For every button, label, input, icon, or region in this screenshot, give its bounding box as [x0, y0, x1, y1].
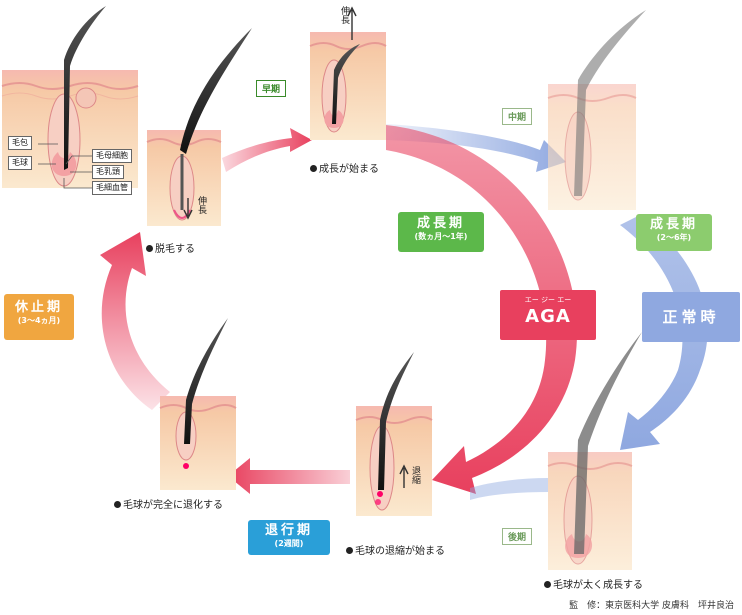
aga-badge: エー ジー エー AGA	[500, 290, 596, 340]
bullet-icon	[310, 165, 317, 172]
late-to-shrink-arrow	[470, 478, 548, 500]
normal-label: 正常時	[662, 308, 720, 326]
bullet-icon	[114, 501, 121, 508]
part-matrix-label: 毛母細胞	[92, 149, 132, 163]
part-papilla-label: 毛乳頭	[92, 165, 124, 179]
retract-text: 退縮	[410, 466, 420, 484]
caption-bulb-thickens: 毛球が太く成長する	[544, 576, 643, 591]
part-bulb-label: 毛球	[8, 156, 32, 170]
phase-anagen-aga: 成長期 (数ヵ月～1年)	[398, 212, 484, 252]
follicle-diagram-shrink	[355, 352, 433, 516]
bullet-icon	[346, 547, 353, 554]
follicle-diagram-regressed	[159, 318, 237, 490]
aga-ruby: エー ジー エー	[524, 296, 572, 304]
normal-badge: 正常時	[642, 292, 740, 342]
part-follicle-label: 毛包	[8, 136, 32, 150]
bullet-icon	[146, 245, 153, 252]
extend-arrow-early	[347, 6, 357, 40]
stage-late-tag: 後期	[502, 528, 533, 545]
part-capillary-label: 毛細血管	[92, 181, 132, 195]
shed-to-early-arrow	[222, 128, 312, 172]
follicle-diagram-late	[547, 332, 642, 570]
extend-text-shed: 伸長	[196, 196, 206, 214]
follicle-diagram-early	[309, 32, 387, 140]
credit-text: 監 修：東京医科大学 皮膚科 坪井良治	[569, 601, 734, 611]
telogen-arrow	[100, 232, 170, 410]
normal-arc-arrow	[620, 215, 708, 450]
aga-arc-arrow	[386, 125, 577, 494]
retract-arrow	[399, 464, 409, 488]
extend-text-early: 伸長	[339, 6, 349, 24]
caption-growth-begins: 成長が始まる	[310, 160, 379, 175]
aga-label: AGA	[525, 306, 571, 327]
caption-bulb-regressed: 毛球が完全に退化する	[114, 496, 223, 511]
stage-middle-tag: 中期	[502, 108, 533, 125]
shrink-to-regressed-arrow	[228, 458, 350, 494]
bullet-icon	[544, 581, 551, 588]
phase-catagen: 退行期 (2週間)	[248, 520, 330, 555]
follicle-diagram-middle	[547, 10, 646, 210]
part-leaders	[38, 143, 92, 189]
caption-shed: 脱毛する	[146, 240, 195, 255]
stage-early-tag: 早期	[256, 80, 287, 97]
caption-bulb-shrinks: 毛球の退縮が始まる	[346, 542, 445, 557]
phase-telogen: 休止期 (3～4ヵ月)	[4, 294, 74, 340]
phase-anagen-normal: 成長期 (2～6年)	[636, 214, 712, 251]
extend-arrow-shed	[183, 198, 193, 220]
